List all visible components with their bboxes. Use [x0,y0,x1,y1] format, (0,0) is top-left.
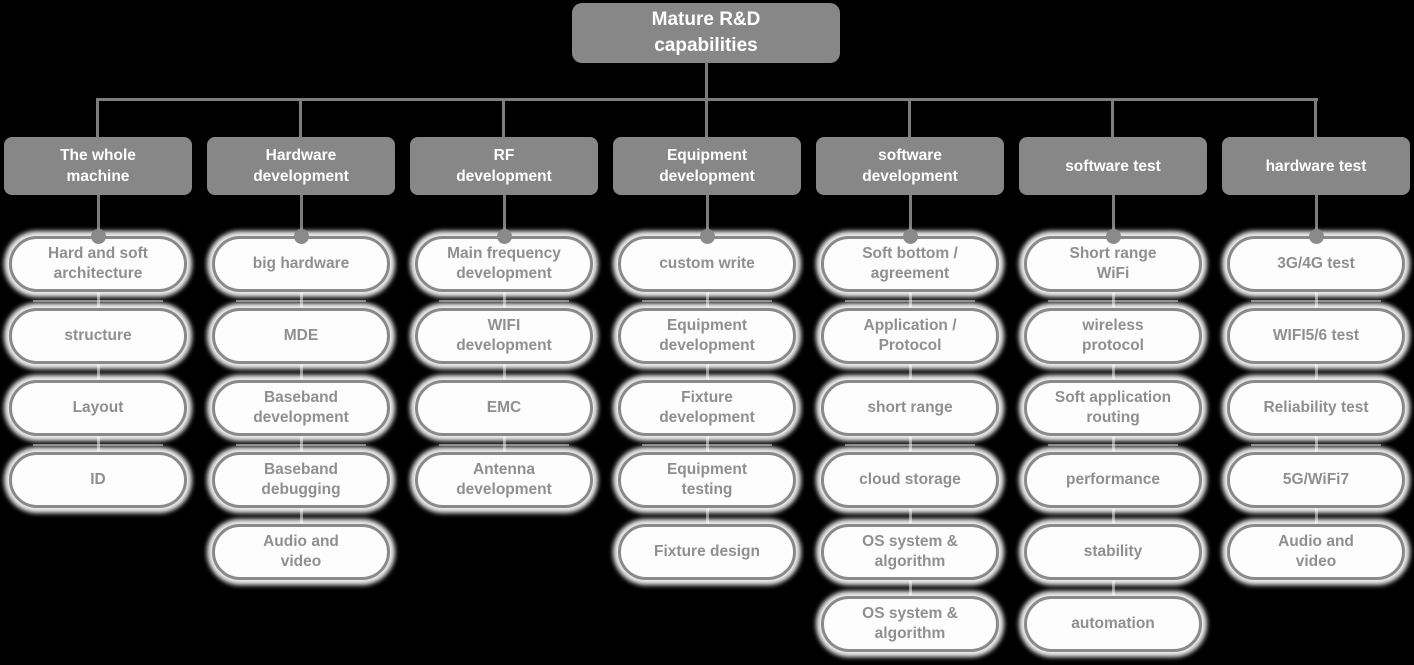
node: EMC [415,380,593,436]
column-header: RF development [410,137,598,195]
node: Baseband debugging [212,452,390,508]
node: Main frequency development [415,236,593,292]
node: Short range WiFi [1024,236,1202,292]
node: Hard and soft architecture [9,236,187,292]
row-separator-artifact [439,444,569,446]
root-node: Mature R&D capabilities [572,3,840,63]
node: 5G/WiFi7 [1227,452,1405,508]
row-separator-artifact [33,300,163,302]
row-separator-artifact [1251,444,1381,446]
row-separator-artifact [845,300,975,302]
column-spine [705,193,709,552]
node: Soft application routing [1024,380,1202,436]
connector-dot [1105,229,1121,244]
connector-dot [699,229,715,244]
node: OS system & algorithm [821,596,999,652]
row-separator-artifact [236,444,366,446]
node: Fixture design [618,524,796,580]
column-hardware-development: Hardware development big hardware MDE Ba… [200,137,402,665]
connector-dot [1308,229,1324,244]
row-separator-artifact [642,300,772,302]
node: short range [821,380,999,436]
node: Fixture development [618,380,796,436]
node: structure [9,308,187,364]
column-spine [1314,193,1318,552]
node: Layout [9,380,187,436]
node: Audio and video [1227,524,1405,580]
connector-drop-3 [502,98,505,138]
node: Equipment testing [618,452,796,508]
column-header: The whole machine [4,137,192,195]
connector-dot [496,229,512,244]
column-spine [299,193,303,552]
connector-drop-4 [705,98,708,138]
node: ID [9,452,187,508]
node: WIFI5/6 test [1227,308,1405,364]
connector-drop-1 [96,98,99,138]
node: performance [1024,452,1202,508]
node: Application / Protocol [821,308,999,364]
connector-dot [90,229,106,244]
column-rf-development: RF development Main frequency developmen… [403,137,605,665]
column-header: software test [1019,137,1207,195]
connector-drop-5 [908,98,911,138]
node: Soft bottom / agreement [821,236,999,292]
connector-drop-6 [1111,98,1114,138]
node: Antenna development [415,452,593,508]
row-separator-artifact [1048,444,1178,446]
row-separator-artifact [1251,300,1381,302]
node: cloud storage [821,452,999,508]
node: big hardware [212,236,390,292]
column-equipment-development: Equipment development custom write Equip… [606,137,808,665]
node: MDE [212,308,390,364]
row-separator-artifact [845,444,975,446]
column-software-development: software development Soft bottom / agree… [809,137,1011,665]
node: custom write [618,236,796,292]
row-separator-artifact [236,300,366,302]
node: automation [1024,596,1202,652]
column-header: Equipment development [613,137,801,195]
connector-dot [902,229,918,244]
column-header: Hardware development [207,137,395,195]
row-separator-artifact [642,444,772,446]
column-software-test: software test Short range WiFi wireless … [1012,137,1214,665]
column-hardware-test: hardware test 3G/4G test WIFI5/6 test Re… [1215,137,1414,665]
node: Reliability test [1227,380,1405,436]
node: Baseband development [212,380,390,436]
connector-drop-2 [299,98,302,138]
connector-drop-7 [1314,98,1317,138]
column-header: hardware test [1222,137,1410,195]
column-header: software development [816,137,1004,195]
row-separator-artifact [439,300,569,302]
column-the-whole-machine: The whole machine Hard and soft architec… [0,137,199,665]
connector-dot [293,229,309,244]
node: Equipment development [618,308,796,364]
node: OS system & algorithm [821,524,999,580]
node: Audio and video [212,524,390,580]
node: wireless protocol [1024,308,1202,364]
connector-trunk [705,62,708,99]
node: WIFI development [415,308,593,364]
node: stability [1024,524,1202,580]
node: 3G/4G test [1227,236,1405,292]
row-separator-artifact [1048,300,1178,302]
row-separator-artifact [33,444,163,446]
